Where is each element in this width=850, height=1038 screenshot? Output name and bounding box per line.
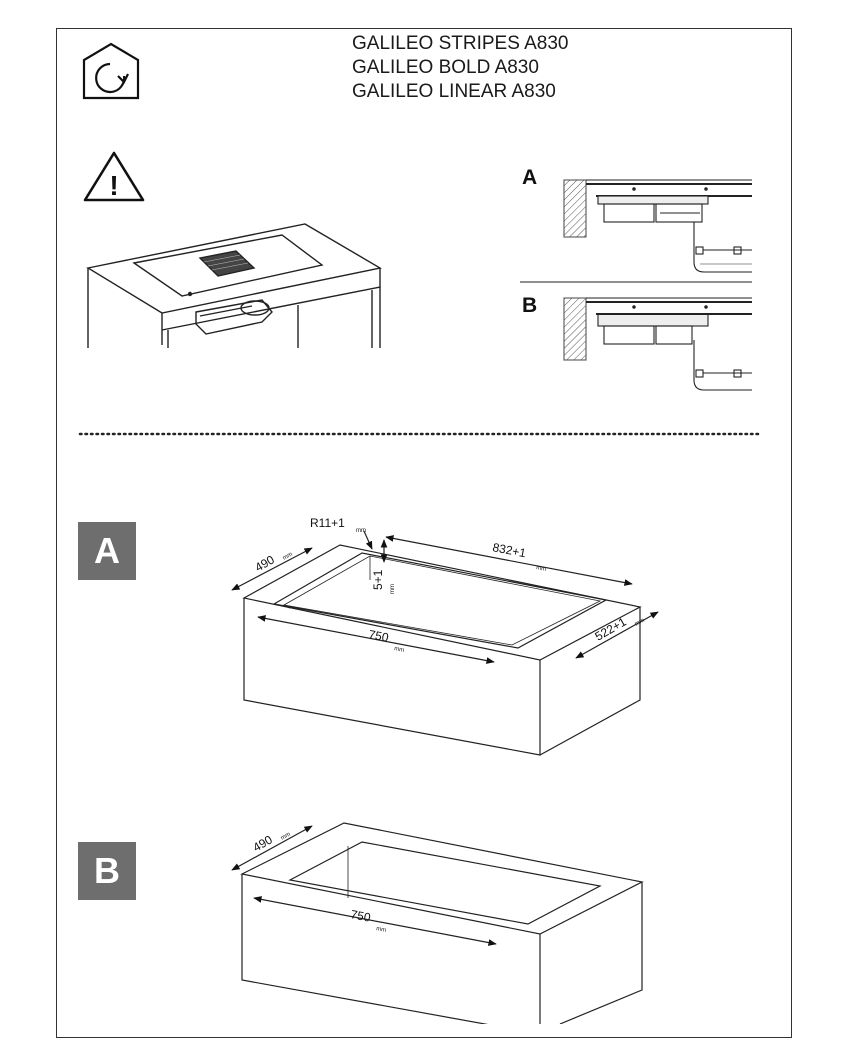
side-view-b — [563, 297, 752, 391]
dim-b-depth-inner-unit: mm — [280, 832, 292, 842]
model-title-linear: GALILEO LINEAR A830 — [352, 81, 556, 102]
dim-width-inner-unit: mm — [394, 646, 405, 654]
side-view-b-label: B — [522, 294, 538, 317]
variant-b-badge: B — [78, 842, 136, 900]
dim-width-outer-unit: mm — [536, 565, 547, 573]
dim-radius: R11+1 — [310, 516, 345, 530]
dim-b-width-inner: 750 — [349, 907, 372, 925]
dim-radius-unit: mm — [356, 528, 366, 534]
house-rotate-icon — [82, 42, 140, 100]
model-title-stripes: GALILEO STRIPES A830 — [352, 33, 569, 54]
cutout-b-drawing — [231, 822, 644, 1024]
warning-glyph: ! — [109, 170, 118, 201]
dim-depth-outer-unit: mm — [634, 618, 646, 628]
dim-b-width-inner-unit: mm — [376, 926, 387, 934]
cutout-a-drawing — [231, 530, 659, 756]
dim-rebate-unit: mm — [390, 584, 396, 594]
model-title-bold: GALILEO BOLD A830 — [352, 57, 539, 78]
variant-a-badge: A — [78, 522, 136, 580]
hob-illustration — [86, 223, 382, 348]
dim-depth-inner-unit: mm — [282, 552, 294, 562]
dim-depth-inner: 490 — [253, 552, 278, 574]
dim-width-outer: 832+1 — [491, 540, 527, 560]
warning-triangle-icon: ! — [83, 151, 145, 202]
dim-b-depth-inner: 490 — [251, 832, 276, 854]
model-titles: GALILEO STRIPES A830 GALILEO BOLD A830 G… — [352, 32, 569, 104]
dim-rebate: 5+1 — [371, 569, 385, 590]
dim-width-inner: 750 — [367, 627, 390, 645]
side-view-a — [563, 179, 752, 273]
side-view-a-label: A — [522, 166, 538, 189]
